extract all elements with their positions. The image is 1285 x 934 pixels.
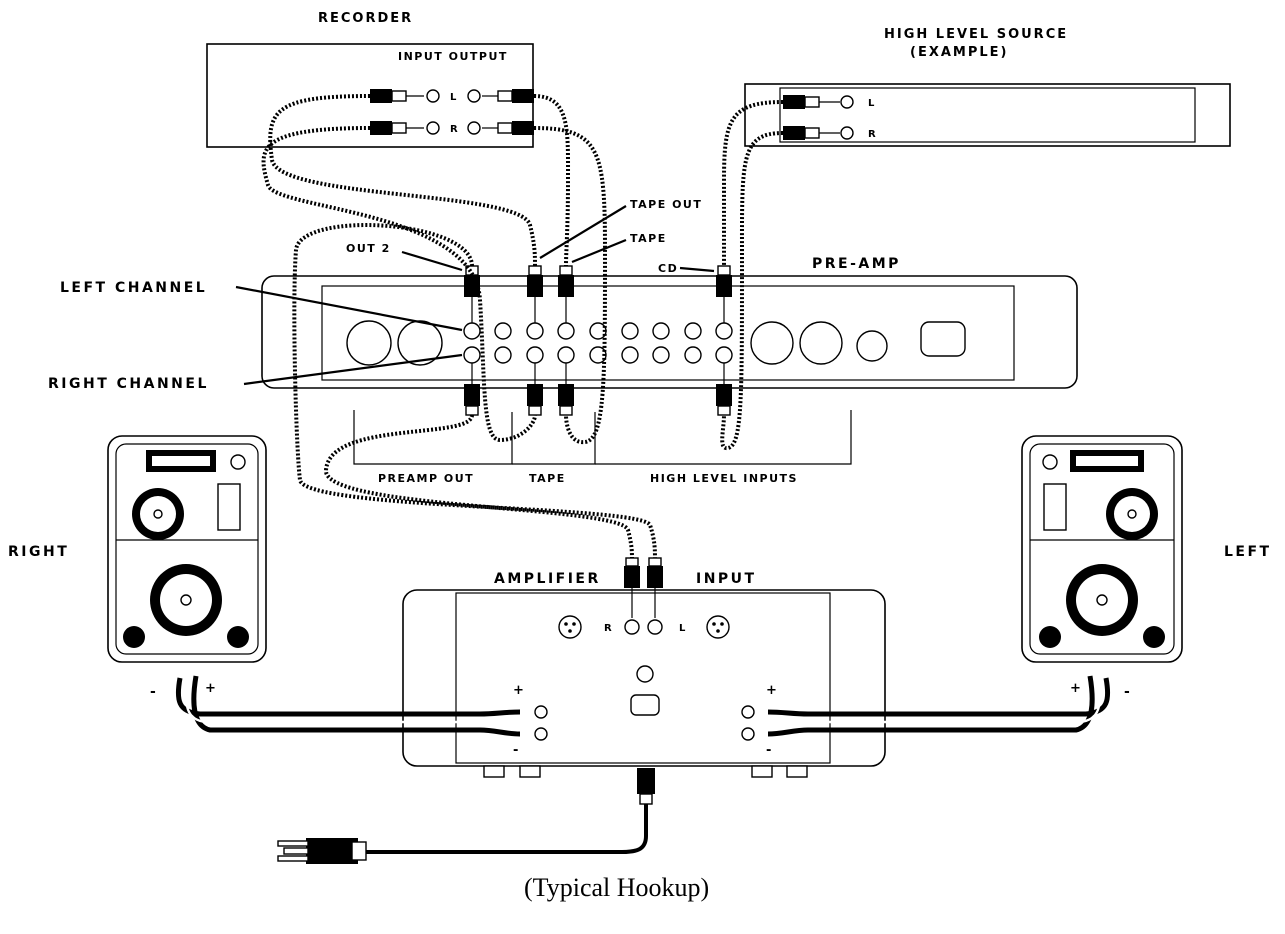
recorder-io-label: INPUT OUTPUT <box>398 50 508 63</box>
preamp-knob <box>750 321 794 365</box>
amp-rca-l-jack <box>647 619 663 635</box>
preamp-knob <box>856 330 888 362</box>
right-speaker-minus: - <box>150 684 158 700</box>
amplifier: AMPLIFIER INPUT R L + - + - <box>402 557 886 778</box>
source-r-jack <box>840 126 854 140</box>
tape-out-leader <box>539 205 627 259</box>
amp-rca-r-jack <box>624 619 640 635</box>
rca-plug-icon <box>370 89 424 103</box>
source-l-label: L <box>868 98 875 109</box>
rca-plug-icon <box>716 265 732 323</box>
source-panel <box>779 87 1196 143</box>
out2-label: OUT 2 <box>346 242 391 255</box>
rca-plug-icon <box>370 121 424 135</box>
left-channel-label: LEFT CHANNEL <box>60 280 207 296</box>
recorder: RECORDER INPUT OUTPUT L R <box>206 11 534 148</box>
amplifier-panel <box>455 592 831 764</box>
xlr-jack-icon <box>706 615 730 639</box>
speaker-wires <box>175 675 1111 737</box>
rca-plug-icon <box>647 557 663 618</box>
preamp-out-group-label: PREAMP OUT <box>378 472 474 485</box>
input-group-bracket <box>353 410 852 465</box>
source-body <box>744 83 1231 147</box>
preamp-title: PRE-AMP <box>812 256 901 272</box>
amp-left-minus-label: - <box>766 743 773 758</box>
amp-right-minus-label: - <box>513 743 520 758</box>
rca-plug-icon <box>464 265 480 323</box>
left-speaker-label: LEFT <box>1224 544 1272 560</box>
right-channel-label: RIGHT CHANNEL <box>48 376 209 392</box>
right-speaker-label: RIGHT <box>8 544 69 560</box>
xlr-jack-icon <box>558 615 582 639</box>
source-subtitle: (EXAMPLE) <box>910 45 1008 60</box>
amp-foot <box>519 765 541 778</box>
rca-plug-icon <box>527 265 543 323</box>
left-speaker: LEFT <box>1021 435 1272 663</box>
left-speaker-plus: + <box>1070 681 1083 696</box>
recorder-out-r-jack <box>467 121 481 135</box>
source-title: HIGH LEVEL SOURCE <box>884 27 1068 42</box>
rca-plug-icon <box>716 363 732 416</box>
tape-out-label: TAPE OUT <box>630 198 702 211</box>
amp-l-label: L <box>679 623 686 634</box>
amp-left-plus-label: + <box>766 683 779 698</box>
cd-label: CD <box>658 262 678 275</box>
amp-input-label: INPUT <box>696 571 757 587</box>
amp-left-plus-post <box>741 705 755 719</box>
rca-plug-icon <box>624 557 640 618</box>
preamp-knob <box>346 320 392 366</box>
tape-in-leader <box>571 238 627 264</box>
right-speaker-plus: + <box>205 681 218 696</box>
amp-right-plus-label: + <box>513 683 526 698</box>
amplifier-label: AMPLIFIER <box>494 571 601 587</box>
diagram-caption: (Typical Hookup) <box>524 873 709 902</box>
preamp-knob <box>799 321 843 365</box>
recorder-r-label: R <box>450 124 458 135</box>
preamp-jack-row <box>463 322 733 364</box>
amp-right-minus-post <box>534 727 548 741</box>
preamp-panel <box>321 285 1015 381</box>
rca-plug-icon <box>558 363 574 416</box>
recorder-l-label: L <box>450 92 457 103</box>
recorder-title: RECORDER <box>318 11 413 26</box>
amp-right-plus-post <box>534 705 548 719</box>
rca-plug-icon <box>783 126 840 140</box>
rca-plug-icon <box>558 265 574 323</box>
amp-r-label: R <box>604 623 612 634</box>
amp-left-minus-post <box>741 727 755 741</box>
left-channel-leader <box>235 285 463 332</box>
rca-plug-icon <box>482 89 534 103</box>
left-speaker-minus: - <box>1124 684 1132 700</box>
cd-leader <box>679 266 715 273</box>
tape-group-label: TAPE <box>529 472 566 485</box>
amp-foot <box>786 765 808 778</box>
tape-in-label: TAPE <box>630 232 667 245</box>
source-r-label: R <box>868 129 876 140</box>
amp-foot <box>751 765 773 778</box>
amp-power-switch <box>630 694 660 716</box>
high-level-inputs-label: HIGH LEVEL INPUTS <box>650 472 798 485</box>
source-l-jack <box>840 95 854 109</box>
preamp-power-switch <box>920 321 966 357</box>
rca-plug-icon <box>783 95 840 109</box>
pre-amp: PRE-AMP <box>261 256 1078 416</box>
interconnect-cables <box>261 94 784 561</box>
power-plug-icon <box>277 838 367 864</box>
power-cord <box>277 768 655 864</box>
right-speaker: RIGHT <box>8 435 267 663</box>
amp-foot <box>483 765 505 778</box>
rca-plug-icon <box>482 121 534 135</box>
recorder-out-l-jack <box>467 89 481 103</box>
recorder-in-r-jack <box>426 121 440 135</box>
high-level-source: HIGH LEVEL SOURCE (EXAMPLE) L R <box>744 27 1231 147</box>
recorder-in-l-jack <box>426 89 440 103</box>
right-channel-leader <box>243 353 463 386</box>
amp-power-led <box>636 665 654 683</box>
out2-leader <box>401 250 463 272</box>
